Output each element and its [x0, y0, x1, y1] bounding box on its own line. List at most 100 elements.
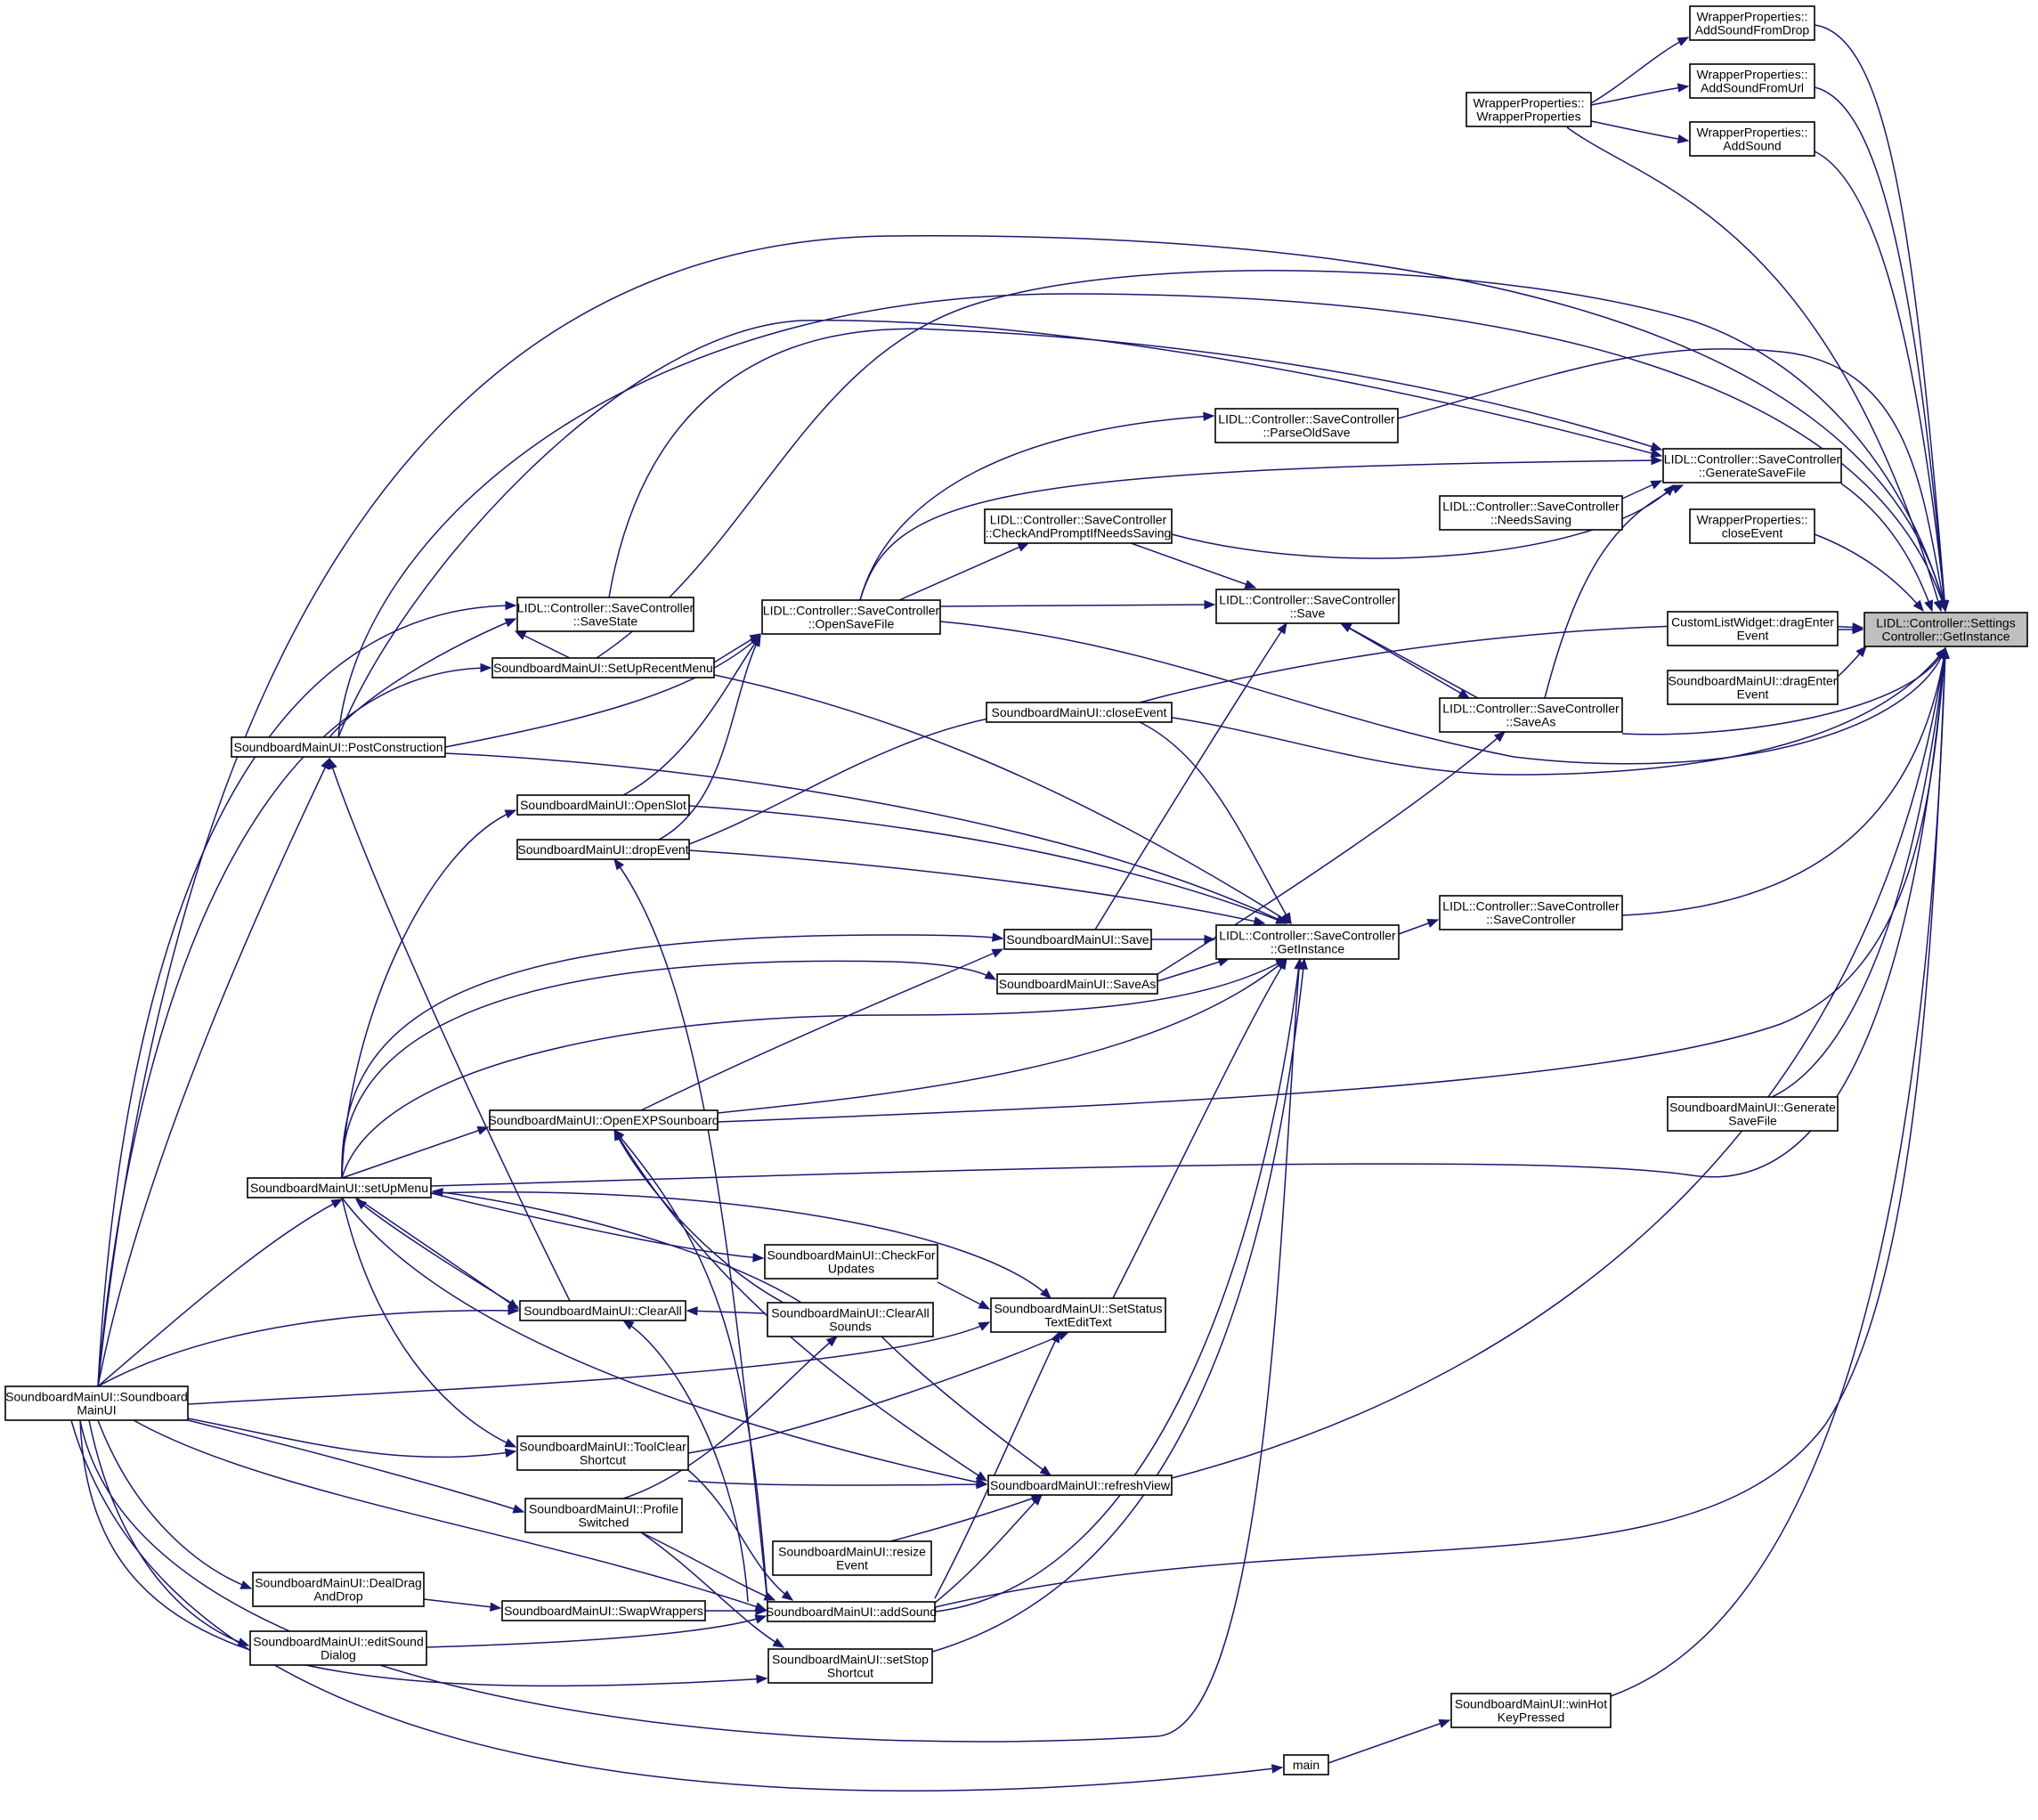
node-label: LIDL::Controller::SaveController [517, 601, 694, 615]
node-box [252, 1572, 425, 1607]
edge-line [686, 1310, 767, 1314]
edge-arrowhead [1031, 1494, 1043, 1506]
node-box [984, 508, 1173, 544]
node-main[interactable]: main [1283, 1754, 1329, 1775]
node-needssaving[interactable]: LIDL::Controller::SaveController::NeedsS… [1439, 495, 1623, 531]
node-addsoundfromdrop[interactable]: WrapperProperties::AddSoundFromDrop [1689, 5, 1815, 41]
node-main_ctor[interactable]: SoundboardMainUI::SoundboardMainUI [4, 1385, 189, 1421]
node-addsoundfromurl[interactable]: WrapperProperties::AddSoundFromUrl [1689, 63, 1815, 99]
edge-arrowhead [240, 1580, 253, 1589]
edge-arrowhead [504, 1438, 517, 1448]
edge-line [1544, 484, 1684, 699]
edge-arrowhead [330, 1198, 344, 1208]
node-postconstruction[interactable]: SoundboardMainUI::PostConstruction [231, 736, 446, 758]
edge-toolclearshortcut-to-addsound [687, 1469, 794, 1601]
node-opensavefile[interactable]: LIDL::Controller::SaveController::OpenSa… [761, 599, 941, 635]
node-label: main [1293, 1758, 1319, 1772]
edge-main_dragenter-to-settings_getinstance [1837, 646, 1867, 678]
edge-arrowhead [991, 948, 1004, 958]
edge-arrowhead [621, 1320, 635, 1330]
edge-setupmenu-to-toolclearshortcut [341, 1197, 517, 1448]
edge-line [859, 459, 1662, 601]
edge-line [79, 958, 1301, 1743]
node-wp_closeevent[interactable]: WrapperProperties::closeEvent [1689, 508, 1815, 544]
edge-arrowhead [756, 1674, 768, 1684]
node-label: LIDL::Controller::SaveController [1219, 929, 1396, 943]
node-openslot[interactable]: SoundboardMainUI::OpenSlot [516, 794, 690, 816]
node-label: ::GenerateSaveFile [1699, 466, 1807, 480]
edge-line [1814, 86, 1946, 612]
node-main_generatesavefile[interactable]: SoundboardMainUI::GenerateSaveFile [1667, 1096, 1839, 1132]
node-box [761, 599, 941, 635]
node-box [249, 1630, 427, 1666]
edge-arrowhead [752, 1253, 765, 1263]
edge-line [341, 1197, 987, 1485]
edge-arrowhead [1438, 1718, 1451, 1728]
edge-line [1157, 731, 1506, 975]
node-checkandprompt[interactable]: LIDL::Controller::SaveController::CheckA… [984, 508, 1173, 544]
node-savestate[interactable]: LIDL::Controller::SaveController::SaveSt… [516, 597, 694, 632]
node-wp_ctor[interactable]: WrapperProperties::WrapperProperties [1466, 92, 1592, 127]
node-box [489, 1109, 719, 1131]
node-box [516, 839, 690, 860]
edge-wp_ctor-to-addsoundfromurl [1590, 83, 1690, 106]
node-clearall[interactable]: SoundboardMainUI::ClearAll [519, 1300, 686, 1321]
edge-main_ctor-to-settings_getinstance [97, 235, 1948, 1387]
edge-main_save-to-sc_save [1094, 622, 1287, 930]
edge-line [97, 605, 516, 1387]
edge-winhotkeypressed-to-settings_getinstance [1610, 646, 1950, 1697]
edge-line [79, 1419, 767, 1687]
edge-arrowhead [1039, 1465, 1052, 1476]
node-openexp[interactable]: SoundboardMainUI::OpenEXPSounboard [488, 1109, 719, 1131]
node-settings_getinstance[interactable]: LIDL::Controller::SettingsController::Ge… [1863, 612, 2028, 647]
edge-line [1621, 647, 1946, 735]
node-main_save[interactable]: SoundboardMainUI::Save [1003, 929, 1152, 950]
node-dropevent[interactable]: SoundboardMainUI::dropEvent [516, 839, 690, 860]
edge-line [341, 1197, 516, 1448]
node-label: SoundboardMainUI::PostConstruction [233, 740, 443, 754]
edge-setupmenu-to-main_save [341, 932, 1004, 1179]
node-sc_saveas[interactable]: LIDL::Controller::SaveController::SaveAs [1439, 697, 1623, 733]
edge-arrowhead [1271, 1764, 1284, 1774]
node-swapwrappers[interactable]: SoundboardMainUI::SwapWrappers [501, 1600, 706, 1621]
node-label: Dialog [321, 1648, 356, 1662]
node-main_closeevent[interactable]: SoundboardMainUI::closeEvent [986, 702, 1173, 723]
node-wp_addsound[interactable]: WrapperProperties::AddSound [1689, 121, 1815, 157]
edge-arrowhead [781, 1589, 794, 1601]
edge-addsound-to-clearall [621, 1320, 749, 1603]
edge-arrowhead [686, 1306, 698, 1316]
node-refreshview[interactable]: SoundboardMainUI::refreshView [987, 1475, 1173, 1496]
node-sc_ctor[interactable]: LIDL::Controller::SaveController::SaveCo… [1439, 895, 1623, 930]
node-addsound[interactable]: SoundboardMainUI::addSound [766, 1601, 937, 1622]
edge-main_closeevent-to-sc_getinstance [1139, 721, 1292, 925]
node-sc_getinstance[interactable]: LIDL::Controller::SaveController::GetIns… [1215, 924, 1400, 960]
node-setuprecentmenu[interactable]: SoundboardMainUI::SetUpRecentMenu [491, 657, 715, 678]
edge-line [1397, 348, 1946, 612]
edge-dropevent-to-opensavefile [658, 634, 761, 841]
node-sc_save[interactable]: LIDL::Controller::SaveController::Save [1215, 589, 1400, 624]
edge-line [423, 1598, 501, 1609]
edge-line [622, 1336, 838, 1499]
edge-line [187, 1321, 990, 1405]
node-parseoldsave[interactable]: LIDL::Controller::SaveController::ParseO… [1214, 408, 1399, 443]
node-setupmenu[interactable]: SoundboardMainUI::setUpMenu [247, 1177, 432, 1198]
node-main_saveas[interactable]: SoundboardMainUI::SaveAs [996, 973, 1158, 995]
edge-arrowhead [1650, 442, 1663, 451]
node-generatesavefile[interactable]: LIDL::Controller::SaveController::Genera… [1662, 448, 1842, 483]
edge-arrowhead [1938, 599, 1948, 613]
edge-arrowhead [1650, 480, 1663, 490]
edge-arrowhead [991, 932, 1004, 942]
node-label: Updates [828, 1262, 874, 1276]
